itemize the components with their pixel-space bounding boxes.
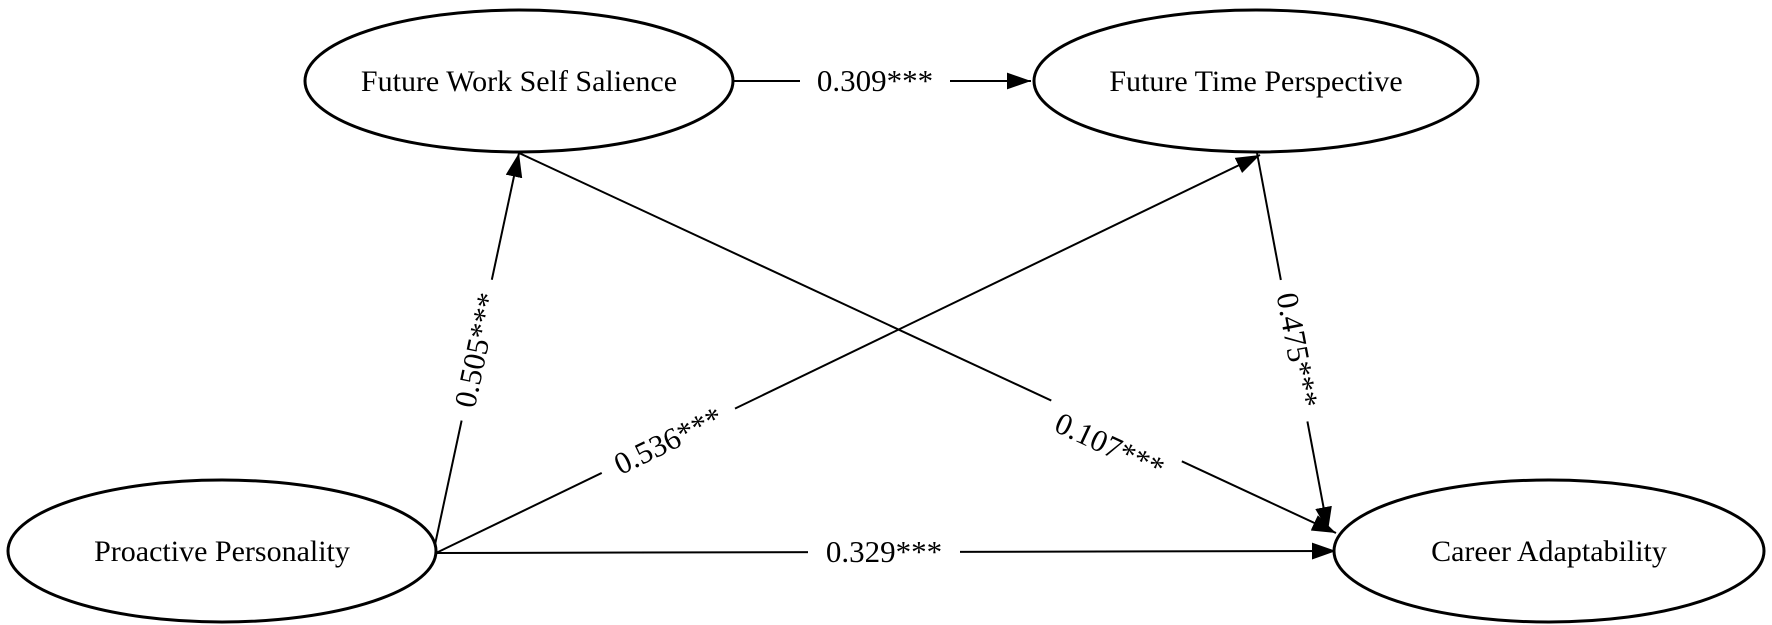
node-future-time-perspective: Future Time Perspective bbox=[1032, 8, 1480, 154]
node-proactive-personality: Proactive Personality bbox=[6, 478, 438, 624]
coefficient-fwss-ca: 0.107*** bbox=[1050, 405, 1170, 486]
node-future-work-self-salience: Future Work Self Salience bbox=[303, 8, 735, 154]
coefficient-pp-fwss: 0.505*** bbox=[447, 290, 506, 411]
edge-label-ftp-ca: 0.475*** bbox=[1268, 275, 1330, 424]
node-proactive-personality-label: Proactive Personality bbox=[94, 535, 350, 568]
node-career-adaptability-label: Career Adaptability bbox=[1431, 535, 1667, 568]
node-future-time-perspective-label: Future Time Perspective bbox=[1109, 65, 1402, 98]
nodes: Future Work Self Salience Future Time Pe… bbox=[6, 8, 1766, 624]
edges bbox=[432, 72, 1337, 560]
coefficient-pp-ftp: 0.536*** bbox=[608, 399, 728, 481]
edge-pp-to-ftp-line bbox=[435, 154, 1261, 554]
node-career-adaptability: Career Adaptability bbox=[1332, 478, 1766, 624]
edge-label-fwss-ftp: 0.309*** bbox=[800, 62, 950, 98]
edge-label-pp-ca: 0.329*** bbox=[808, 533, 960, 569]
edge-fwss-to-ca-line bbox=[518, 152, 1337, 534]
edge-label-fwss-ca: 0.107*** bbox=[1037, 397, 1184, 491]
edge-label-pp-fwss: 0.505*** bbox=[442, 275, 508, 424]
edge-label-pp-ftp: 0.536*** bbox=[593, 390, 743, 488]
coefficient-pp-ca: 0.329*** bbox=[826, 534, 942, 569]
coefficient-fwss-ftp: 0.309*** bbox=[817, 63, 933, 98]
node-future-work-self-salience-label: Future Work Self Salience bbox=[361, 65, 677, 98]
